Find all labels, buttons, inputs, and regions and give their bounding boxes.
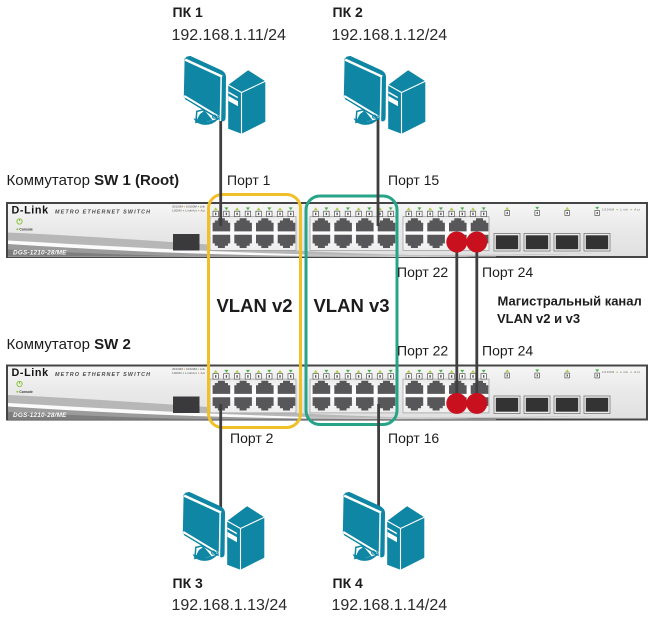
svg-text:Порт 22: Порт 22	[397, 343, 448, 359]
svg-text:ПК 4: ПК 4	[333, 575, 363, 591]
svg-text:Порт 1: Порт 1	[227, 172, 271, 188]
svg-text:Порт 24: Порт 24	[482, 264, 533, 280]
svg-text:Магистральный канал: Магистральный канал	[498, 294, 642, 309]
svg-text:VLAN v2 и v3: VLAN v2 и v3	[497, 311, 580, 326]
svg-text:Порт 22: Порт 22	[397, 264, 448, 280]
svg-text:ПК 1: ПК 1	[173, 4, 203, 20]
svg-text:192.168.1.14/24: 192.168.1.14/24	[332, 597, 448, 614]
svg-text:ПК 2: ПК 2	[333, 4, 363, 20]
svg-text:VLAN v2: VLAN v2	[216, 295, 292, 316]
svg-text:Порт 24: Порт 24	[482, 343, 533, 359]
svg-text:ПК 3: ПК 3	[173, 575, 203, 591]
svg-text:VLAN v3: VLAN v3	[313, 295, 389, 316]
svg-text:Порт 2: Порт 2	[230, 430, 274, 446]
svg-text:Порт 16: Порт 16	[388, 430, 439, 446]
svg-text:Коммутатор SW 2: Коммутатор SW 2	[7, 336, 131, 353]
svg-text:Порт 15: Порт 15	[388, 172, 439, 188]
svg-text:192.168.1.13/24: 192.168.1.13/24	[172, 597, 288, 614]
svg-text:Коммутатор SW 1 (Root): Коммутатор SW 1 (Root)	[7, 172, 180, 189]
svg-text:192.168.1.11/24: 192.168.1.11/24	[172, 27, 287, 44]
svg-text:192.168.1.12/24: 192.168.1.12/24	[332, 27, 448, 44]
